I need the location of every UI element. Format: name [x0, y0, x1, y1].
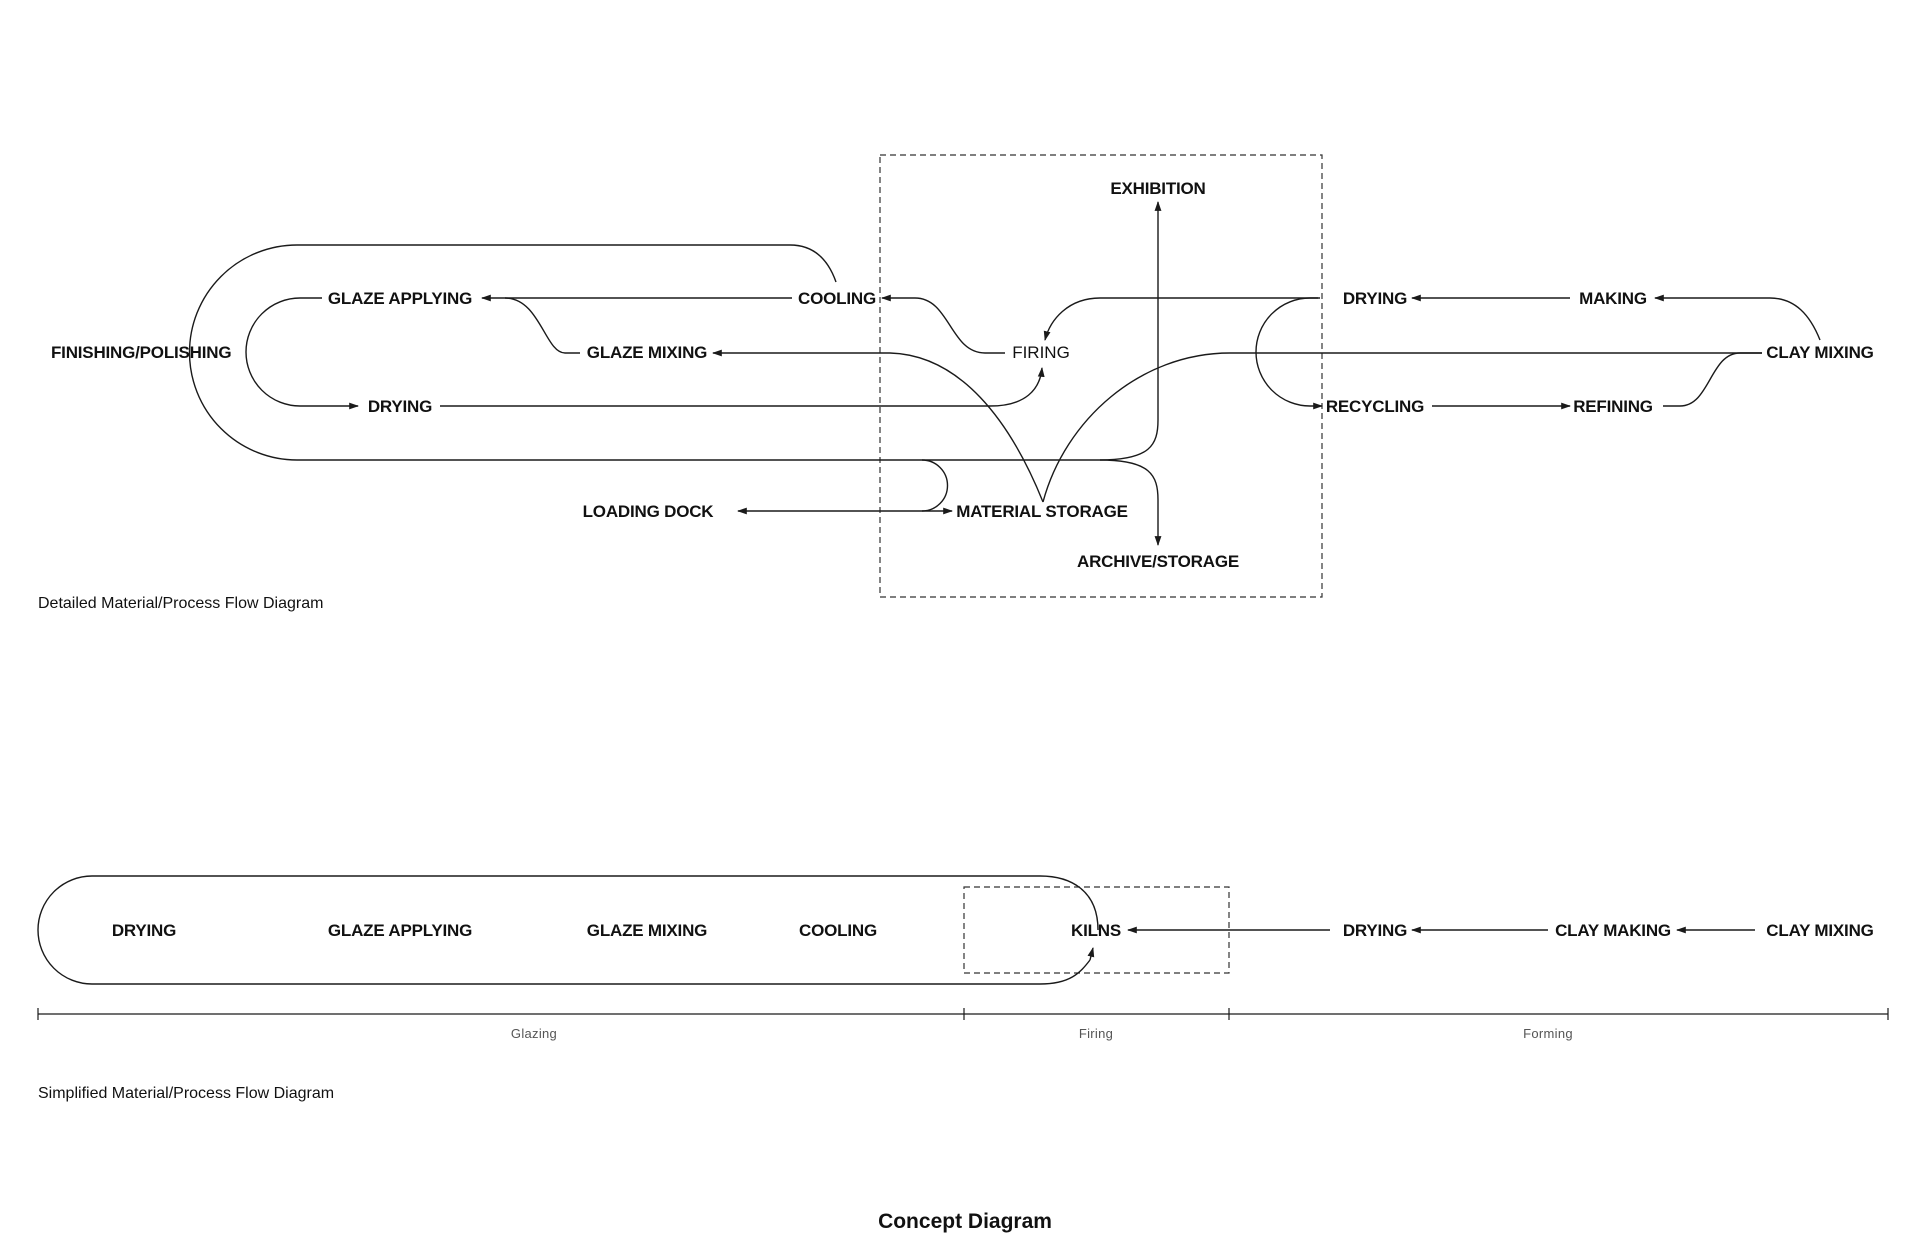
clay-mixing-storage-path	[1042, 352, 1762, 503]
node-glaze-applying: GLAZE APPLYING	[327, 289, 473, 308]
node-firing: FIRING	[1012, 343, 1070, 362]
node-finishing-polishing: FINISHING/POLISHING	[51, 343, 232, 362]
simple-node-clay-mixing: CLAY MIXING	[1766, 921, 1874, 940]
node-drying-left: DRYING	[367, 397, 433, 416]
simple-node-cooling: COOLING	[799, 921, 877, 940]
node-refining: REFINING	[1573, 397, 1653, 416]
glaze-mixing-storage-arrow	[712, 349, 1044, 503]
node-loading-dock: LOADING DOCK	[582, 502, 714, 521]
outer-loop-path	[188, 244, 1100, 461]
firing-zone-frame	[879, 154, 1323, 598]
simple-node-kilns: KILNS	[1070, 921, 1122, 940]
kilns-zone-frame	[963, 886, 1230, 974]
inner-loop-arrow	[245, 297, 359, 410]
storage-to-exhibition-arrow	[1099, 201, 1162, 461]
phase-label-glazing: Glazing	[510, 1026, 558, 1041]
clay-mixing-to-making-arrow	[1654, 294, 1821, 341]
simple-node-glaze-applying: GLAZE APPLYING	[327, 921, 473, 940]
glazing-loop-arrowhead	[1087, 947, 1095, 961]
node-drying-right: DRYING	[1342, 289, 1408, 308]
detailed-diagram-caption: Detailed Material/Process Flow Diagram	[38, 595, 324, 612]
node-making: MAKING	[1579, 289, 1647, 308]
phase-label-firing: Firing	[1078, 1026, 1114, 1041]
node-recycling: RECYCLING	[1325, 397, 1425, 416]
simple-node-drying-right: DRYING	[1342, 921, 1408, 940]
node-cooling: COOLING	[798, 289, 876, 308]
simple-node-glaze-mixing: GLAZE MIXING	[586, 921, 708, 940]
loading-dock-loop-path	[921, 459, 949, 512]
recycling-loop-arrow	[1255, 297, 1323, 410]
phase-label-forming: Forming	[1523, 1026, 1573, 1041]
storage-to-archive-arrow	[1099, 459, 1162, 546]
node-clay-mixing: CLAY MIXING	[1766, 343, 1874, 362]
simple-node-drying-left: DRYING	[111, 921, 177, 940]
page-title: Concept Diagram	[878, 1210, 1052, 1233]
firing-to-cooling-arrow	[881, 294, 1005, 354]
simple-node-clay-making: CLAY MAKING	[1555, 921, 1671, 940]
simplified-diagram-caption: Simplified Material/Process Flow Diagram	[38, 1085, 335, 1102]
drying-to-firing-arrow	[440, 367, 1045, 407]
node-material-storage: MATERIAL STORAGE	[956, 502, 1128, 521]
node-archive-storage: ARCHIVE/STORAGE	[1077, 552, 1239, 571]
refining-to-clay-mixing-path	[1663, 352, 1762, 407]
glazing-loop-path	[37, 875, 1099, 985]
glaze-mixing-to-applying-path	[504, 297, 580, 354]
node-glaze-mixing: GLAZE MIXING	[586, 343, 708, 362]
drying-to-firing-right-arrow	[1043, 297, 1320, 341]
node-exhibition: EXHIBITION	[1110, 179, 1206, 198]
